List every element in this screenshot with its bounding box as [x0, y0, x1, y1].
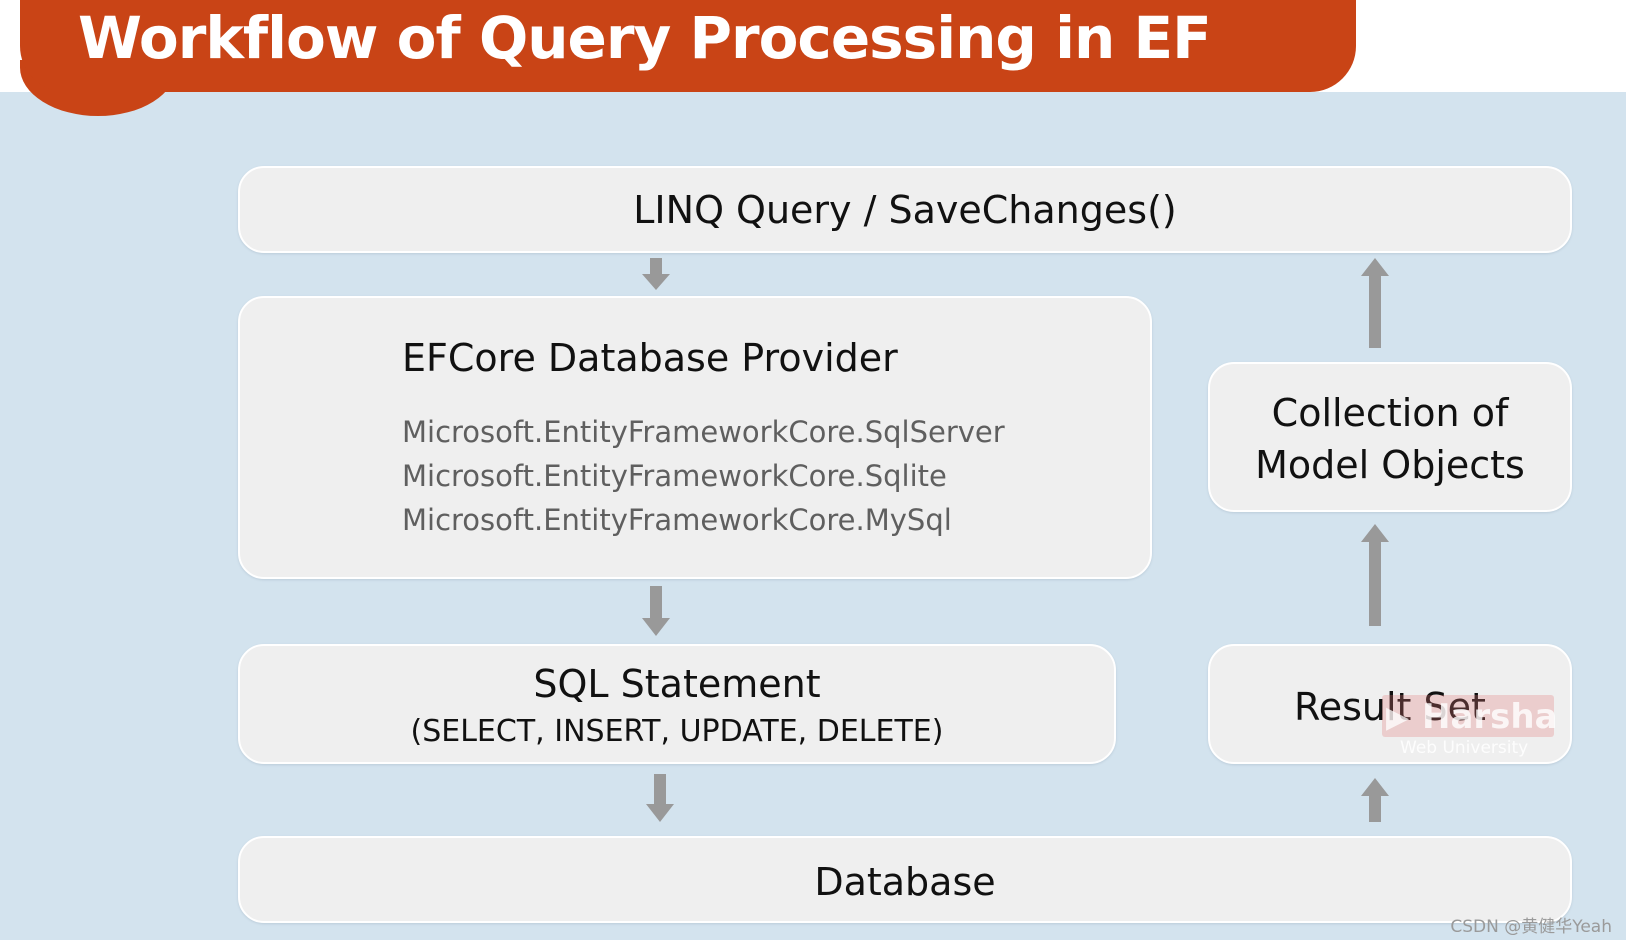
provider-package-sqlite: Microsoft.EntityFrameworkCore.Sqlite: [402, 459, 947, 493]
arrow-down-icon: [646, 774, 674, 822]
watermark-subtitle: Web University: [1400, 738, 1529, 758]
play-icon: ▶: [1386, 700, 1410, 735]
arrow-down-icon: [642, 586, 670, 636]
provider-package-mysql: Microsoft.EntityFrameworkCore.MySql: [402, 503, 952, 537]
result-set-box: Result Set: [1208, 644, 1572, 764]
sql-statement-title: SQL Statement: [533, 662, 821, 706]
arrow-up-icon: [1361, 258, 1389, 348]
efcore-provider-box: EFCore Database Provider Microsoft.Entit…: [238, 296, 1152, 579]
model-objects-box: Collection of Model Objects: [1208, 362, 1572, 512]
model-objects-label-line1: Collection of: [1271, 391, 1509, 435]
linq-query-label: LINQ Query / SaveChanges(): [633, 188, 1177, 232]
arrow-down-icon: [642, 258, 670, 290]
arrow-up-icon: [1361, 524, 1389, 626]
title-banner: [20, 0, 1356, 92]
page-title: Workflow of Query Processing in EF: [78, 4, 1212, 72]
arrow-up-icon: [1361, 778, 1389, 822]
sql-statement-box: SQL Statement (SELECT, INSERT, UPDATE, D…: [238, 644, 1116, 764]
provider-package-sqlserver: Microsoft.EntityFrameworkCore.SqlServer: [402, 415, 1005, 449]
database-box: Database: [238, 836, 1572, 923]
sql-statement-subtitle: (SELECT, INSERT, UPDATE, DELETE): [410, 714, 944, 749]
bottom-strip: [0, 940, 1626, 943]
csdn-credit: CSDN @黄健华Yeah: [1450, 917, 1612, 937]
watermark-badge: [1382, 695, 1554, 737]
watermark-name: Harsha: [1422, 697, 1558, 737]
model-objects-label-line2: Model Objects: [1255, 443, 1525, 487]
efcore-provider-title: EFCore Database Provider: [402, 336, 898, 380]
linq-query-box: LINQ Query / SaveChanges(): [238, 166, 1572, 253]
database-label: Database: [814, 860, 996, 904]
result-set-label: Result Set: [1294, 685, 1486, 729]
